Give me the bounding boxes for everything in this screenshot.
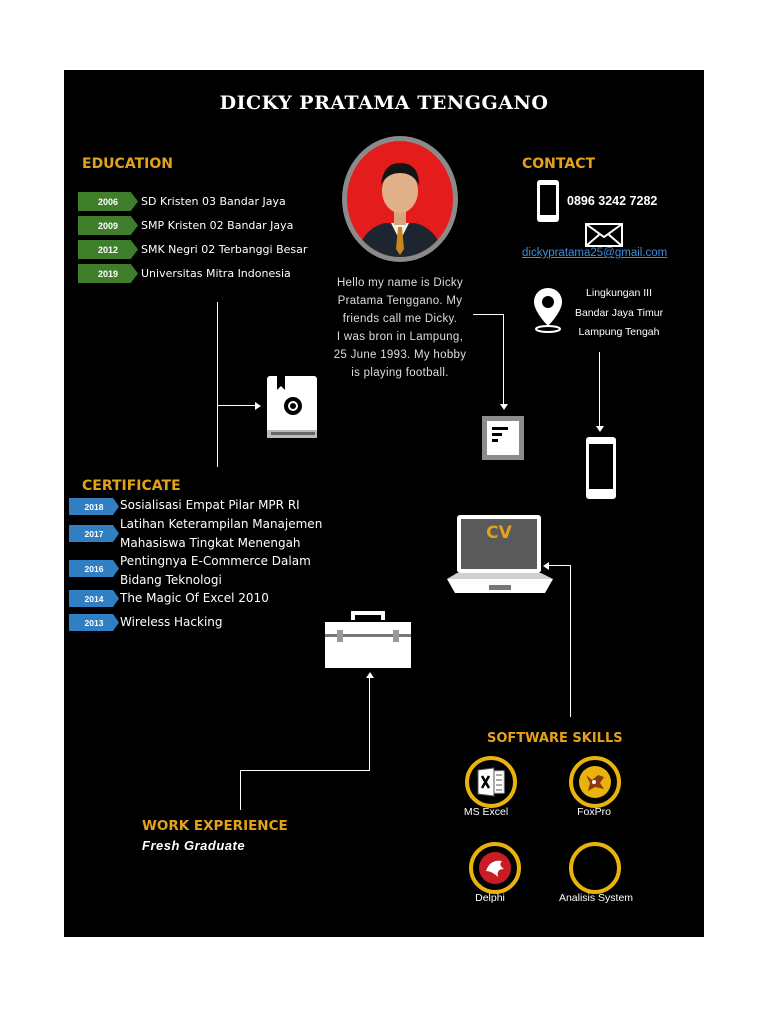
smartphone-icon (586, 437, 616, 499)
connector-line (240, 770, 369, 771)
education-school: SMK Negri 02 Terbanggi Besar (141, 243, 308, 256)
laptop-icon (447, 515, 553, 593)
arrow-head (543, 562, 549, 570)
contact-address: Lingkungan III Bandar Jaya Timur Lampung… (564, 284, 674, 343)
certificate-year: 2014 (69, 590, 119, 607)
education-heading: EDUCATION (82, 156, 173, 172)
certificate-heading: CERTIFICATE (82, 478, 181, 494)
education-year: 2019 (78, 264, 138, 283)
connector-line (369, 678, 370, 771)
education-school: Universitas Mitra Indonesia (141, 267, 291, 280)
contact-heading: CONTACT (522, 156, 596, 172)
phone-icon (537, 180, 559, 222)
skill-ring (569, 842, 621, 894)
skill-ring (469, 842, 521, 894)
laptop-cv-label: CV (486, 523, 512, 543)
work-value: Fresh Graduate (142, 838, 246, 853)
profile-photo (347, 141, 453, 257)
resume-sheet: DICKY PRATAMA TENGGANO EDUCATION 2006 SD… (64, 70, 704, 937)
mail-icon (585, 223, 623, 247)
connector-line (473, 314, 503, 315)
about-line: friends call me Dicky. (342, 313, 458, 325)
certificate-item: Pentingnya E-Commerce Dalam Bidang Tekno… (120, 552, 311, 589)
connector-line (549, 565, 570, 566)
about-line: Hello my name is Dicky (336, 277, 464, 289)
education-year: 2006 (78, 192, 138, 211)
certificate-year: 2017 (69, 525, 119, 542)
skill-ring (569, 756, 621, 808)
certificate-item: Sosialisasi Empat Pilar MPR RI (120, 496, 300, 515)
empty-ring (590, 863, 600, 873)
skill-label: FoxPro (577, 806, 611, 818)
certificate-year: 2018 (69, 498, 119, 515)
connector-line (217, 405, 257, 406)
about-line: I was bron in Lampung, (336, 331, 464, 343)
connector-line (240, 770, 241, 810)
foxpro-icon (579, 766, 611, 798)
certificate-item: Wireless Hacking (120, 613, 223, 632)
skills-heading: SOFTWARE SKILLS (487, 731, 623, 746)
about-line: Pratama Tenggano. My (337, 295, 463, 307)
certificate-year: 2013 (69, 614, 119, 631)
about-line: 25 June 1993. My hobby (333, 349, 467, 361)
contact-email-link[interactable]: dickypratama25@gmail.com (522, 247, 668, 259)
work-heading: WORK EXPERIENCE (142, 818, 288, 834)
certificate-book-icon (267, 376, 317, 438)
certificate-item: Latihan Keterampilan Manajemen Mahasiswa… (120, 515, 322, 552)
arrow-head (255, 402, 261, 410)
education-school: SMP Kristen 02 Bandar Jaya (141, 219, 294, 232)
document-icon (482, 416, 524, 460)
location-pin-icon (534, 288, 562, 333)
delphi-icon (479, 852, 511, 884)
about-line: is playing football. (351, 367, 449, 379)
certificate-title: Mahasiswa Tingkat Menengah (120, 535, 301, 550)
certificate-title: Sosialisasi Empat Pilar MPR RI (120, 498, 300, 512)
connector-line (570, 565, 571, 717)
resume-name: DICKY PRATAMA TENGGANO (219, 92, 549, 114)
education-year: 2009 (78, 216, 138, 235)
certificate-title: Pentingnya E-Commerce Dalam (120, 554, 311, 568)
certificate-title: The Magic Of Excel 2010 (120, 591, 269, 605)
contact-phone: 0896 3242 7282 (567, 194, 658, 208)
certificate-title: Wireless Hacking (120, 615, 223, 629)
skill-ring (465, 756, 517, 808)
toolbox-icon (325, 611, 411, 668)
education-school: SD Kristen 03 Bandar Jaya (141, 195, 286, 208)
certificate-year: 2016 (69, 560, 119, 577)
address-line: Bandar Jaya Timur (574, 306, 664, 319)
certificate-title: Latihan Keterampilan Manajemen (120, 517, 323, 531)
arrow-head (366, 672, 374, 678)
connector-line (503, 314, 504, 406)
skill-label: MS Excel (463, 806, 509, 818)
profile-photo-frame (342, 136, 458, 262)
arrow-head (596, 426, 604, 432)
connector-line (599, 352, 600, 428)
skill-label: Delphi (475, 892, 505, 904)
excel-icon (477, 767, 505, 797)
address-line: Lampung Tengah (578, 326, 660, 338)
skill-label: Analisis System (558, 892, 634, 904)
address-line: Lingkungan III (586, 287, 652, 299)
about-text: Hello my name is Dicky Pratama Tenggano.… (325, 274, 475, 382)
connector-line (217, 302, 218, 467)
education-year: 2012 (78, 240, 138, 259)
certificate-item: The Magic Of Excel 2010 (120, 589, 269, 608)
arrow-head (500, 404, 508, 410)
certificate-title: Bidang Teknologi (120, 572, 222, 587)
